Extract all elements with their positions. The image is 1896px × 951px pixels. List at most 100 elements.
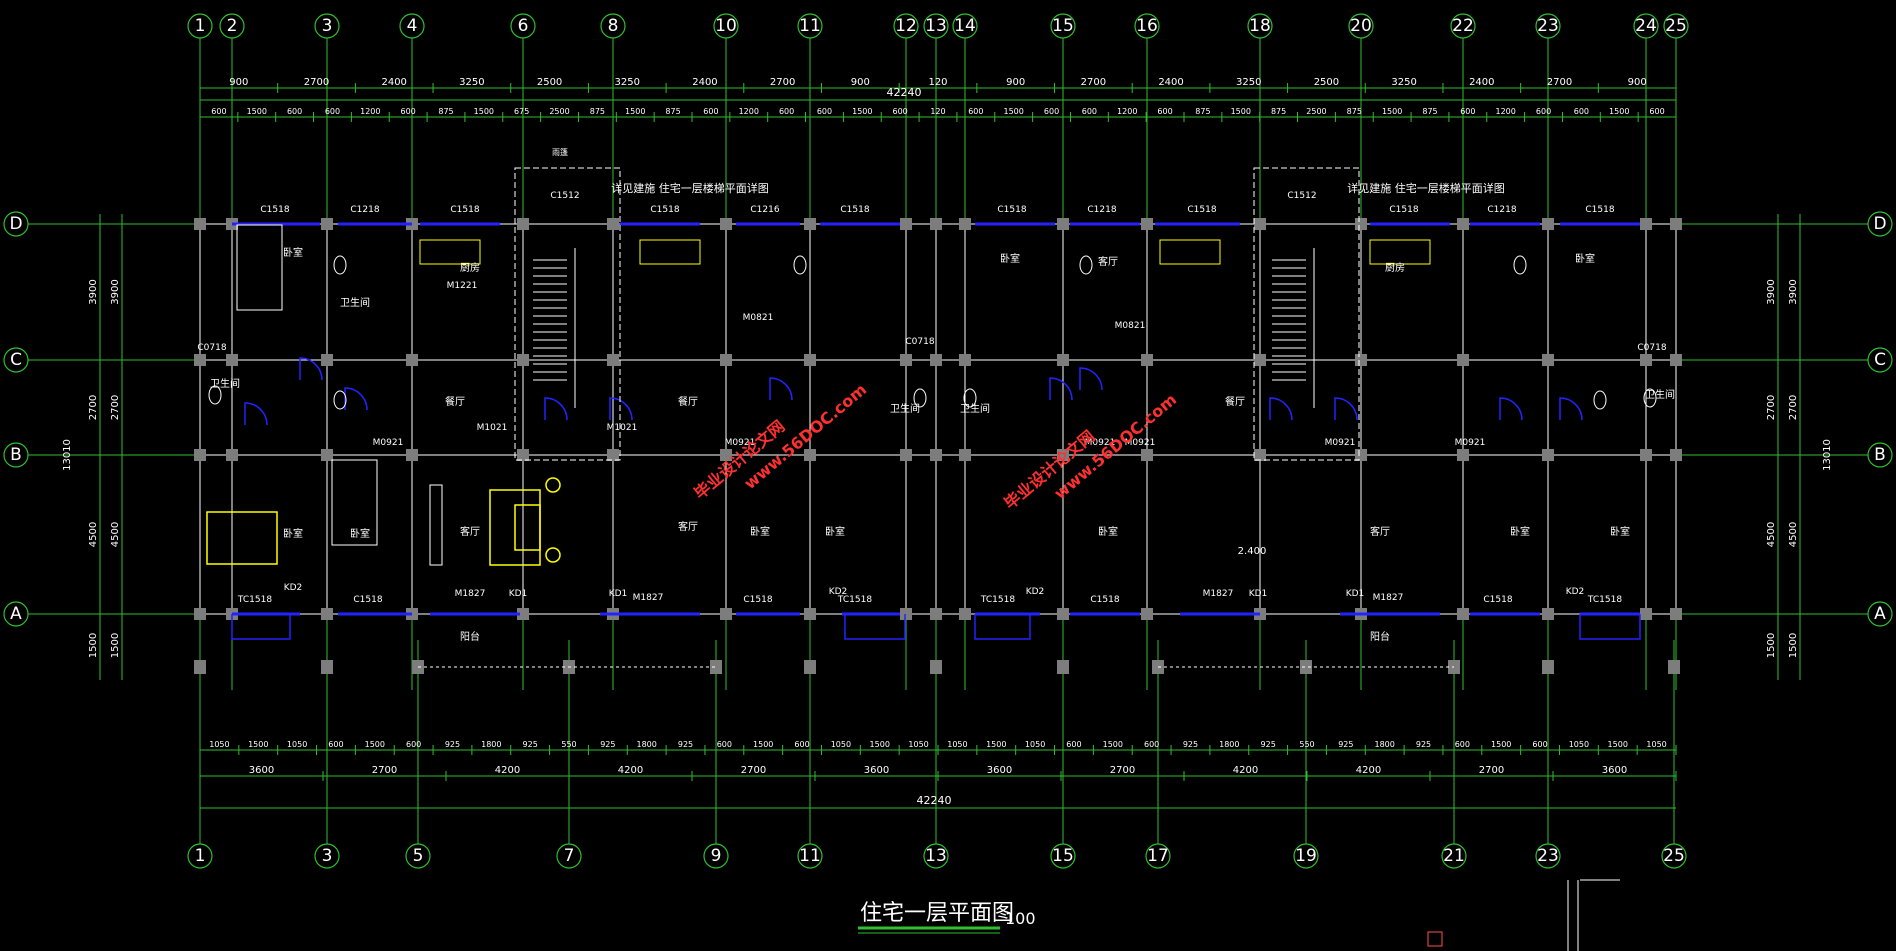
axis-label-row-C-right: C bbox=[1874, 350, 1886, 370]
column bbox=[930, 449, 942, 461]
axis-bubble-top-15 bbox=[1050, 13, 1076, 39]
bottom-dim-1-value: 600 bbox=[1532, 740, 1547, 749]
column bbox=[226, 449, 238, 461]
column bbox=[1670, 449, 1682, 461]
axis-label-row-B-left: B bbox=[10, 445, 22, 465]
axis-label-top-12: 12 bbox=[895, 16, 917, 36]
top-dim-1-value: 3250 bbox=[459, 77, 484, 88]
column bbox=[720, 354, 732, 366]
room-label: 餐厅 bbox=[1225, 395, 1245, 408]
axis-bubble-row-D-left bbox=[3, 211, 29, 237]
column bbox=[1640, 449, 1652, 461]
window-tag: KD1 bbox=[609, 589, 628, 599]
bottom-dim-1-value: 925 bbox=[1261, 740, 1276, 749]
bottom-dim-1-value: 600 bbox=[794, 740, 809, 749]
stair-note-left: 详见建施 住宅一层楼梯平面详图 bbox=[611, 181, 769, 195]
door-swing bbox=[1269, 397, 1293, 421]
side-dim-value: 4500 bbox=[110, 522, 121, 547]
room-labels: 卧室厨房卫生间卫生间餐厅客厅卧室卧室阳台餐厅客厅卧室卧室卫生间卫生间卧室卧室客厅… bbox=[210, 246, 1675, 643]
column bbox=[1640, 218, 1652, 230]
column bbox=[194, 449, 206, 461]
top-dim-1-value: 2500 bbox=[1314, 77, 1339, 88]
window-tag: TC1518 bbox=[980, 595, 1015, 605]
door-swing bbox=[344, 387, 368, 411]
axis-bubble-row-C-right bbox=[1867, 347, 1893, 373]
toilet-icon bbox=[913, 388, 927, 408]
kitchen-counter bbox=[1159, 239, 1221, 265]
side-dim-value: 2700 bbox=[1766, 395, 1777, 420]
windows bbox=[231, 222, 1641, 640]
axis-label-top-25: 25 bbox=[1665, 16, 1687, 36]
room-label: 厨房 bbox=[1385, 261, 1405, 274]
top-dim-2-value: 1500 bbox=[1231, 107, 1251, 116]
column bbox=[804, 354, 816, 366]
room-label: 卫生间 bbox=[340, 296, 370, 309]
side-dim-value: 3900 bbox=[1788, 279, 1799, 304]
overall-depth-right: 13010 bbox=[1822, 439, 1833, 471]
column bbox=[1670, 608, 1682, 620]
column bbox=[930, 354, 942, 366]
window-tag: KD2 bbox=[1566, 587, 1585, 597]
bottom-dim-2-value: 4200 bbox=[1356, 765, 1381, 776]
stairwell-outline bbox=[514, 167, 621, 461]
kitchen-counter bbox=[639, 239, 701, 265]
axis-bubble-row-B-right bbox=[1867, 442, 1893, 468]
kitchen-counter bbox=[1369, 239, 1431, 265]
axis-bubble-bottom-9 bbox=[703, 843, 729, 869]
axis-label-top-2: 2 bbox=[227, 16, 238, 36]
detail-marker bbox=[1427, 931, 1443, 947]
axis-label-bottom-3: 3 bbox=[322, 846, 333, 866]
side-dim-value: 3900 bbox=[1766, 279, 1777, 304]
top-dim-2-value: 600 bbox=[893, 107, 908, 116]
axis-label-row-C-left: C bbox=[10, 350, 22, 370]
bottom-dim-1-value: 1500 bbox=[870, 740, 890, 749]
axis-label-bottom-7: 7 bbox=[564, 846, 575, 866]
top-dim-2-value: 600 bbox=[1082, 107, 1097, 116]
axis-grid-lines bbox=[28, 38, 1868, 844]
door-tag: M0921 bbox=[373, 438, 404, 448]
door-tag: M0921 bbox=[725, 438, 756, 448]
window-tag: TC1518 bbox=[237, 595, 272, 605]
door-tag: M0921 bbox=[1125, 438, 1156, 448]
window-tag: TC1518 bbox=[1587, 595, 1622, 605]
top-dim-2-value: 600 bbox=[703, 107, 718, 116]
top-dim-2-value: 600 bbox=[1574, 107, 1589, 116]
axis-label-top-22: 22 bbox=[1452, 16, 1474, 36]
window-tag: C1218 bbox=[350, 205, 379, 215]
top-dim-2-value: 875 bbox=[1422, 107, 1437, 116]
bottom-dim-1-value: 550 bbox=[561, 740, 576, 749]
side-dim-value: 2700 bbox=[88, 395, 99, 420]
bottom-dim-1-value: 1500 bbox=[1608, 740, 1628, 749]
axis-label-bottom-25: 25 bbox=[1663, 846, 1685, 866]
toilet-icon bbox=[333, 255, 347, 275]
top-dim-2-value: 600 bbox=[1460, 107, 1475, 116]
top-dim-2-value: 600 bbox=[1536, 107, 1551, 116]
room-label: 客厅 bbox=[1370, 525, 1390, 538]
axis-bubble-top-23 bbox=[1535, 13, 1561, 39]
column bbox=[1355, 354, 1367, 366]
column bbox=[194, 218, 206, 230]
column bbox=[1355, 449, 1367, 461]
top-dim-1-value: 2700 bbox=[1547, 77, 1572, 88]
door-tag: M1021 bbox=[607, 423, 638, 433]
door-swing bbox=[1499, 397, 1523, 421]
column bbox=[1542, 354, 1554, 366]
window-tag: C1518 bbox=[1389, 205, 1418, 215]
top-dim-1-value: 2700 bbox=[304, 77, 329, 88]
elevation-mark: 2.400 bbox=[1238, 546, 1267, 557]
column bbox=[900, 354, 912, 366]
axis-bubble-bottom-11 bbox=[797, 843, 823, 869]
window-tag: KD1 bbox=[1346, 589, 1365, 599]
room-label: 卫生间 bbox=[1645, 388, 1675, 401]
top-dim-2-value: 1200 bbox=[360, 107, 380, 116]
door-swing bbox=[609, 397, 633, 421]
axis-label-top-11: 11 bbox=[799, 16, 821, 36]
axis-bubble-top-22 bbox=[1450, 13, 1476, 39]
axis-bubble-top-14 bbox=[952, 13, 978, 39]
column bbox=[517, 449, 529, 461]
axis-bubble-top-12 bbox=[893, 13, 919, 39]
bottom-dim-1-value: 550 bbox=[1299, 740, 1314, 749]
bottom-dim-1-value: 600 bbox=[406, 740, 421, 749]
bottom-dim-1-value: 1800 bbox=[1375, 740, 1395, 749]
